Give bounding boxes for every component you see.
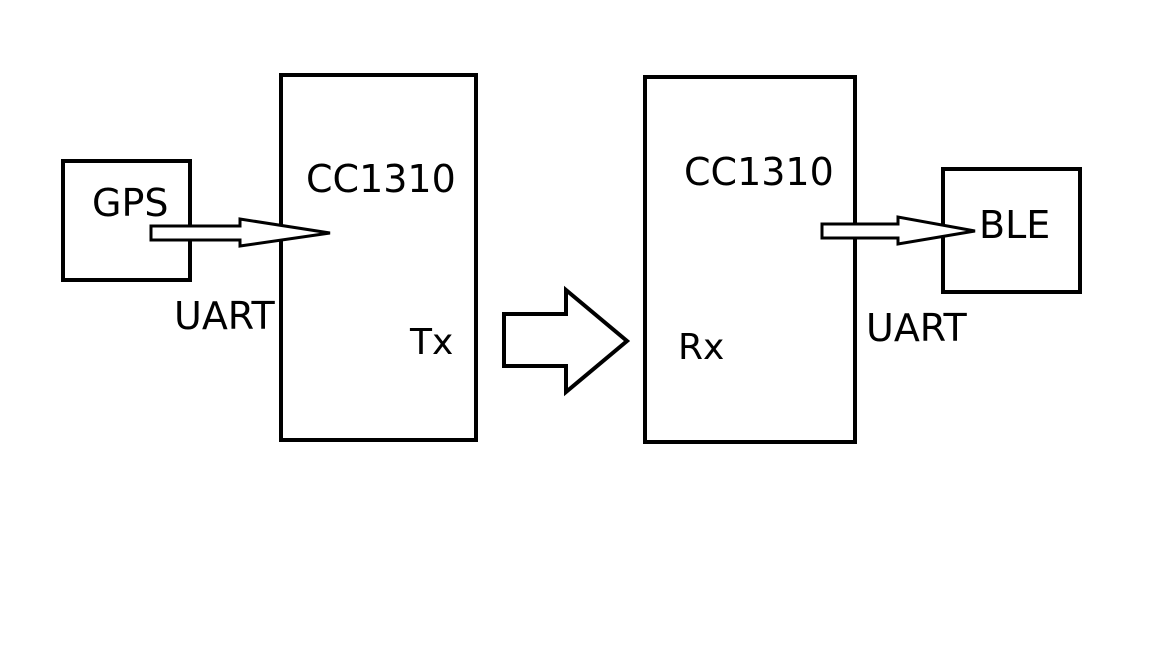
gps-box	[61, 159, 192, 282]
tx-module-name: CC1310	[306, 157, 456, 201]
wireless-arrow	[502, 285, 631, 397]
gps-label: GPS	[92, 181, 169, 225]
rx-module-role: Rx	[678, 327, 725, 368]
rx-module-box	[643, 75, 857, 444]
tx-module-role: Tx	[410, 322, 454, 363]
uart-arrow-right	[820, 215, 976, 246]
uart-arrow-left	[149, 217, 331, 248]
tx-module-box	[279, 73, 478, 442]
rx-module-name: CC1310	[684, 150, 834, 194]
uart-right-label: UART	[866, 306, 967, 350]
uart-left-label: UART	[174, 294, 275, 338]
ble-label: BLE	[979, 203, 1051, 247]
